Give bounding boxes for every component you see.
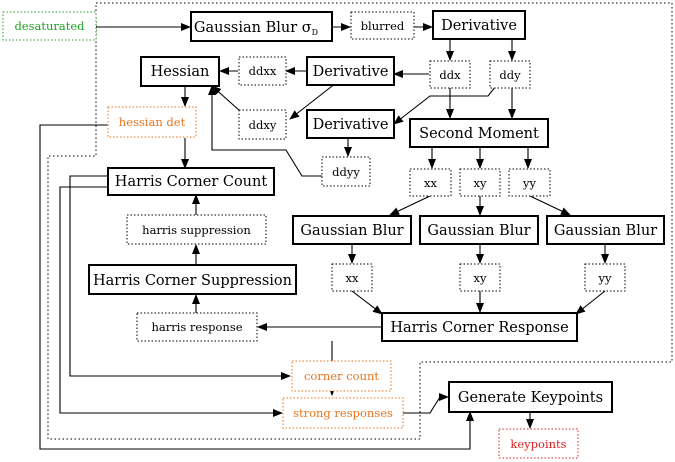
node-ddxx-label: ddxx — [249, 64, 277, 78]
node-gaussian-blur-3-label: Gaussian Blur — [554, 223, 657, 239]
node-harris-corner-suppression-label: Harris Corner Suppression — [93, 273, 292, 289]
edge-hessian-det-to-generate — [39, 124, 474, 450]
node-hessian-det: hessian det — [107, 106, 197, 138]
node-derivative-1-label: Derivative — [441, 18, 517, 34]
node-strong-responses: strong responses — [282, 397, 404, 429]
node-xx-1-label: xx — [424, 176, 437, 190]
edge-ddxy-to-hessian — [211, 85, 241, 112]
node-generate-keypoints: Generate Keypoints — [448, 381, 613, 413]
node-gaussian-blur-1-label: Gaussian Blur — [300, 223, 403, 239]
node-xy-1: xy — [459, 168, 501, 197]
edges — [39, 23, 609, 450]
outer-group-outline — [47, 2, 673, 440]
node-harris-suppression: harris suppression — [126, 214, 267, 245]
node-strong-responses-label: strong responses — [293, 406, 393, 420]
node-ddx: ddx — [429, 60, 471, 89]
edge-count-to-corner-count — [69, 175, 291, 380]
node-keypoints: keypoints — [498, 428, 579, 459]
edge-xx-to-blur1 — [389, 195, 431, 216]
node-ddxy-label: ddxy — [249, 118, 277, 132]
node-xy-2-label: xy — [474, 271, 487, 285]
node-xx-2: xx — [331, 263, 373, 292]
node-gaussian-blur-sigma-label: Gaussian Blur σ — [194, 20, 312, 36]
node-yy-1: yy — [508, 168, 551, 197]
node-ddxy: ddxy — [238, 109, 287, 140]
node-ddxx: ddxx — [238, 56, 287, 86]
node-harris-corner-count: Harris Corner Count — [107, 167, 275, 196]
node-derivative-3-label: Derivative — [313, 117, 389, 133]
node-desaturated-label: desaturated — [14, 19, 85, 33]
node-yy-1-label: yy — [522, 176, 536, 190]
node-derivative-2: Derivative — [306, 56, 395, 86]
node-gaussian-blur-sigma: Gaussian Blur σD — [190, 11, 333, 42]
node-blurred: blurred — [350, 11, 415, 40]
node-corner-count-label: corner count — [304, 369, 379, 383]
node-derivative-1: Derivative — [432, 10, 526, 40]
node-gaussian-blur-sigma-subscript: D — [312, 28, 318, 37]
node-harris-response: harris response — [136, 312, 258, 342]
node-ddyy: ddyy — [321, 156, 371, 187]
node-xx-2-label: xx — [346, 271, 359, 285]
edge-yy-to-response — [575, 290, 606, 315]
node-corner-count: corner count — [291, 360, 392, 392]
node-harris-suppression-label: harris suppression — [142, 223, 251, 237]
node-hessian: Hessian — [140, 56, 220, 87]
node-harris-corner-suppression: Harris Corner Suppression — [88, 264, 297, 295]
node-keypoints-label: keypoints — [510, 437, 566, 451]
node-hessian-label: Hessian — [151, 64, 210, 80]
node-harris-corner-response: Harris Corner Response — [381, 312, 578, 342]
node-blurred-label: blurred — [361, 19, 405, 33]
node-gaussian-blur-2-label: Gaussian Blur — [427, 223, 530, 239]
node-derivative-3: Derivative — [306, 109, 395, 139]
node-desaturated: desaturated — [2, 11, 97, 41]
node-harris-corner-response-label: Harris Corner Response — [390, 320, 568, 336]
node-derivative-2-label: Derivative — [313, 64, 389, 80]
node-hessian-det-label: hessian det — [119, 115, 186, 129]
node-gaussian-blur-2: Gaussian Blur — [419, 215, 539, 245]
node-ddx-label: ddx — [439, 68, 461, 82]
node-gaussian-blur-3: Gaussian Blur — [546, 215, 665, 245]
node-ddyy-label: ddyy — [332, 165, 360, 179]
node-xy-2: xy — [459, 263, 501, 292]
node-xy-1-label: xy — [474, 176, 487, 190]
node-harris-corner-count-label: Harris Corner Count — [115, 174, 268, 190]
edge-ddyy-to-hessian — [208, 85, 322, 177]
edge-yy-to-blur3 — [529, 195, 571, 216]
node-second-moment: Second Moment — [409, 118, 549, 148]
svg-text:Gaussian Blur σD: Gaussian Blur σD — [194, 20, 318, 37]
node-yy-2-label: yy — [598, 271, 612, 285]
edge-derivative2-to-ddxy — [289, 82, 337, 120]
node-gaussian-blur-1: Gaussian Blur — [292, 215, 412, 245]
node-ddy-label: ddy — [499, 68, 521, 82]
node-second-moment-label: Second Moment — [419, 126, 539, 142]
node-harris-response-label: harris response — [151, 320, 242, 334]
edge-count-to-strong-responses — [59, 186, 283, 417]
edge-xx-to-response — [351, 290, 383, 315]
edge-ddy-to-derivative3 — [393, 85, 497, 125]
node-yy-2: yy — [584, 263, 626, 292]
node-ddy: ddy — [489, 60, 531, 89]
edge-strong-responses-to-generate — [403, 393, 449, 414]
node-xx-1: xx — [409, 168, 452, 197]
node-generate-keypoints-label: Generate Keypoints — [458, 390, 603, 406]
